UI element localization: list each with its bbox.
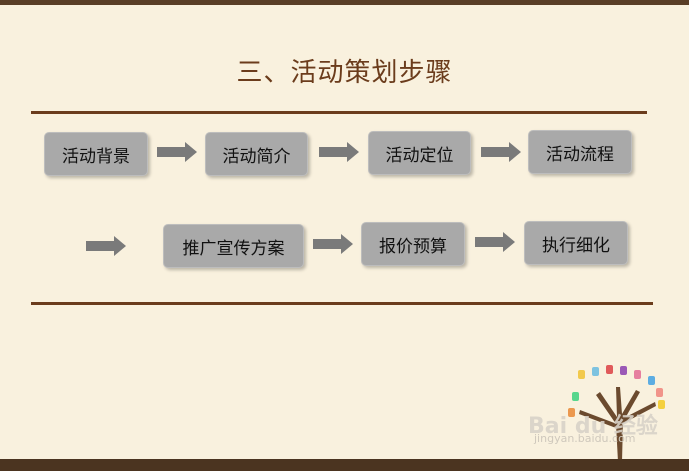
step-activity-process: 活动流程 — [528, 130, 632, 174]
slide-title: 三、活动策划步骤 — [0, 52, 689, 89]
step-promotion-plan: 推广宣传方案 — [163, 224, 304, 268]
bottom-border — [0, 459, 689, 471]
arrow-right-icon — [475, 232, 515, 252]
arrow-right-icon — [157, 142, 197, 162]
arrow-right-icon — [86, 236, 126, 256]
top-divider — [31, 111, 647, 114]
arrow-right-icon — [319, 142, 359, 162]
step-activity-intro: 活动简介 — [205, 132, 308, 176]
watermark-url: jingyan.baidu.com — [534, 432, 636, 445]
step-budget-quote: 报价预算 — [361, 222, 465, 266]
step-execution-details: 执行细化 — [524, 221, 628, 265]
step-activity-positioning: 活动定位 — [368, 131, 471, 175]
step-activity-background: 活动背景 — [44, 132, 148, 176]
arrow-right-icon — [313, 234, 353, 254]
top-border — [0, 0, 689, 5]
arrow-right-icon — [481, 142, 521, 162]
bottom-divider — [31, 302, 653, 305]
